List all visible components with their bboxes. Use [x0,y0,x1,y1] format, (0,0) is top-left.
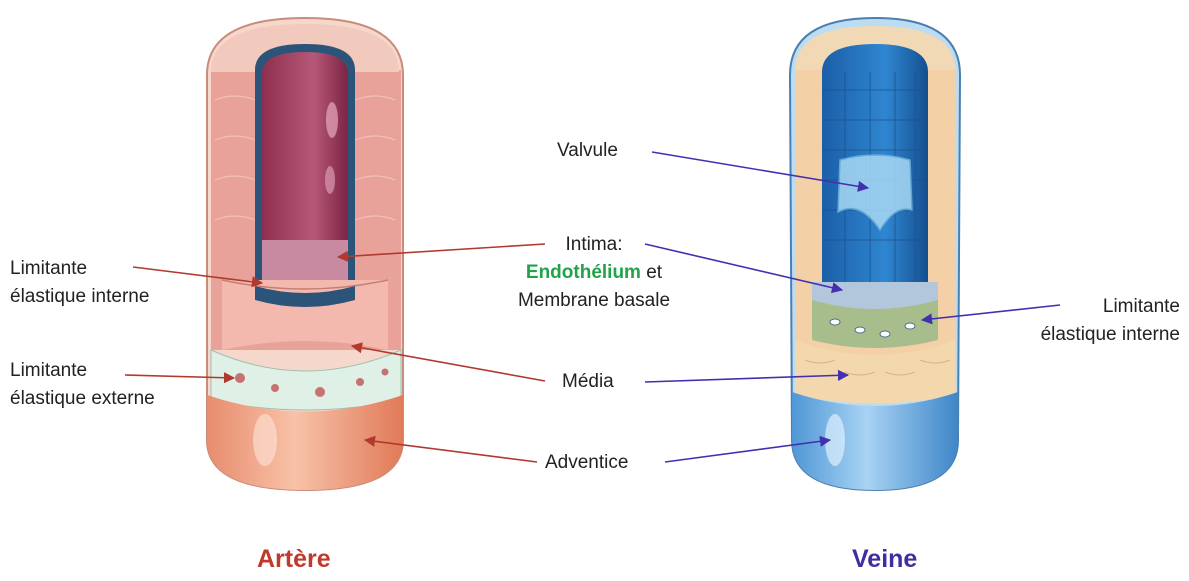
label-media: Média [562,368,614,396]
label-endothelium: Endothélium [526,262,641,283]
label-intima-title: Intima: [484,231,704,259]
label-membrane: Membrane basale [484,287,704,315]
label-valvule: Valvule [557,137,618,165]
label-artery-lee: Limitante élastique externe [10,357,155,413]
label-vein-lei: Limitante élastique interne [990,293,1180,349]
title-vein: Veine [852,545,917,574]
vein-illustration [790,18,960,490]
label-artery-lei: Limitante élastique interne [10,255,149,311]
label-adventice: Adventice [545,449,628,477]
label-et: et [646,262,662,283]
label-intima: Intima: Endothélium et Membrane basale [484,231,704,315]
title-artery: Artère [257,545,331,574]
